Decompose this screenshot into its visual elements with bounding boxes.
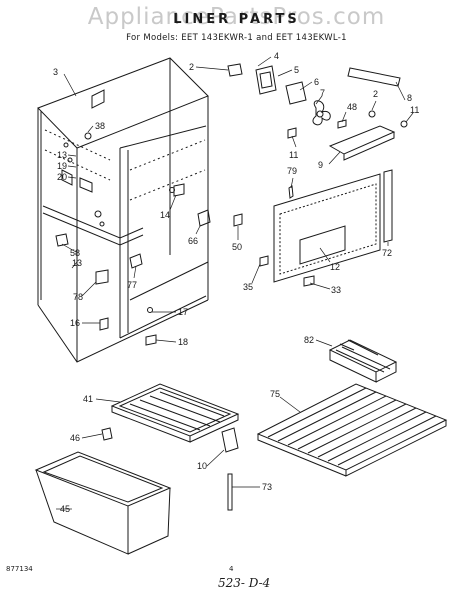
callout-77: 77 bbox=[127, 280, 137, 290]
handwritten-note: 523- D-4 bbox=[218, 576, 271, 590]
callout-10: 10 bbox=[197, 461, 207, 471]
wire-shelf bbox=[256, 383, 448, 477]
callout-33: 33 bbox=[331, 285, 341, 295]
callout-18: 18 bbox=[178, 337, 188, 347]
liner-cabinet bbox=[37, 57, 209, 363]
diagram-code: 877134 bbox=[6, 565, 33, 573]
callout-7: 7 bbox=[320, 88, 325, 98]
crisper-drawer bbox=[34, 451, 172, 555]
shaft bbox=[227, 473, 233, 511]
callout-2b: 2 bbox=[373, 89, 378, 99]
callout-12: 12 bbox=[330, 262, 340, 272]
page-number: 4 bbox=[229, 565, 234, 573]
page-title: LINER PARTS bbox=[173, 12, 300, 27]
drawer-bracket bbox=[101, 427, 113, 441]
callout-41: 41 bbox=[83, 394, 93, 404]
callout-2: 2 bbox=[189, 62, 194, 72]
callout-46: 46 bbox=[70, 433, 80, 443]
callout-11-right: 11 bbox=[410, 105, 419, 115]
callout-6: 6 bbox=[314, 77, 319, 87]
model-subtitle: For Models: EET 143EKWR-1 and EET 143EKW… bbox=[126, 33, 347, 43]
callout-8: 8 bbox=[407, 93, 412, 103]
callout-45: 45 bbox=[60, 504, 70, 514]
control-parts bbox=[173, 63, 408, 287]
callout-35: 35 bbox=[243, 282, 253, 292]
drip-tray bbox=[110, 383, 240, 443]
callout-78: 78 bbox=[73, 292, 83, 302]
callout-13-upper: 13 bbox=[57, 150, 67, 160]
callout-82: 82 bbox=[304, 335, 314, 345]
callout-4: 4 bbox=[274, 51, 279, 61]
callout-50: 50 bbox=[232, 242, 242, 252]
callout-14: 14 bbox=[160, 210, 170, 220]
callout-79: 79 bbox=[287, 166, 297, 176]
callout-11-center: 11 bbox=[289, 150, 298, 160]
callout-72: 72 bbox=[382, 248, 392, 258]
callout-48: 48 bbox=[347, 102, 357, 112]
callout-66: 66 bbox=[188, 236, 198, 246]
callout-19: 19 bbox=[57, 161, 67, 171]
callout-75: 75 bbox=[270, 389, 280, 399]
control-knob bbox=[221, 427, 239, 453]
callout-9: 9 bbox=[318, 160, 323, 170]
callout-5: 5 bbox=[294, 65, 299, 75]
callout-38: 38 bbox=[95, 121, 105, 131]
callout-58: 58 bbox=[70, 248, 80, 258]
callout-73: 73 bbox=[262, 482, 272, 492]
callout-13-lower: 13 bbox=[72, 258, 82, 268]
callout-16: 16 bbox=[70, 318, 80, 328]
watermark: AppliancePartsPros.com bbox=[87, 4, 386, 30]
leader-lines bbox=[56, 56, 414, 510]
callout-labels: 2 4 5 6 7 8 2 11 48 3 38 13 19 20 11 9 7… bbox=[53, 51, 419, 514]
callout-3: 3 bbox=[53, 67, 58, 77]
callout-17: 17 bbox=[178, 307, 188, 317]
callout-20: 20 bbox=[57, 172, 67, 182]
ice-tray bbox=[328, 339, 398, 383]
